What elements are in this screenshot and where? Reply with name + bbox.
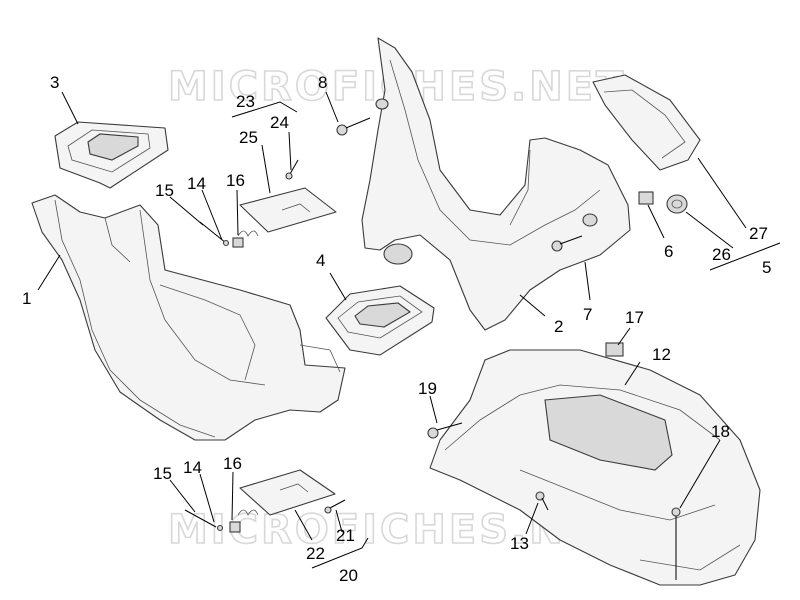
part-18-screw [671, 507, 681, 580]
part-15-rod-lower [184, 509, 217, 528]
callout-25: 25 [239, 128, 258, 147]
part-26-grommet [666, 194, 688, 214]
callout-13: 13 [510, 534, 529, 553]
callout-4: 4 [316, 251, 325, 270]
callout-27: 27 [749, 224, 768, 243]
callout-6: 6 [664, 242, 673, 261]
part-24-pin-upper [285, 159, 299, 180]
part-21-pin-lower [324, 499, 346, 514]
callout-16-upper: 16 [226, 171, 245, 190]
part-6-clip [638, 191, 654, 205]
part-14-nut-lower [216, 524, 224, 532]
part-13-screw [535, 491, 549, 511]
callout-5: 5 [762, 258, 771, 277]
part-7-screw [551, 235, 583, 252]
callout-22: 22 [306, 544, 325, 563]
callout-18: 18 [711, 422, 730, 441]
callout-17: 17 [625, 308, 644, 327]
callout-2: 2 [554, 317, 563, 336]
callout-15-lower: 15 [153, 464, 172, 483]
callout-8: 8 [318, 73, 327, 92]
part-1-front-shield [31, 194, 346, 441]
callout-19: 19 [418, 379, 437, 398]
part-16-spring-upper [232, 230, 259, 248]
part-19-screw [427, 422, 463, 439]
callout-23: 23 [236, 92, 255, 111]
callout-7: 7 [583, 305, 592, 324]
callout-12: 12 [652, 345, 671, 364]
leader-lines [37, 91, 781, 569]
part-12-rear-body [429, 349, 761, 586]
callout-20: 20 [339, 566, 358, 585]
part-4-storage-lid [325, 285, 435, 356]
callout-21: 21 [336, 526, 355, 545]
callout-3: 3 [50, 73, 59, 92]
part-27-side-cover [592, 74, 701, 171]
callout-14-lower: 14 [183, 458, 202, 477]
part-3-storage-lid [54, 121, 169, 189]
part-14-nut-upper [222, 239, 230, 247]
callout-24: 24 [270, 113, 289, 132]
part-8-screw [336, 117, 371, 136]
part-2-inner-frame [361, 37, 631, 331]
callout-1: 1 [22, 289, 31, 308]
callout-14-upper: 14 [187, 174, 206, 193]
part-25-lid-upper [239, 187, 337, 233]
callout-15-upper: 15 [155, 181, 174, 200]
callout-26: 26 [712, 245, 731, 264]
part-17-clip [605, 342, 624, 357]
callout-16-lower: 16 [223, 454, 242, 473]
part-16-spring-lower [229, 509, 259, 533]
part-22-lid-lower [239, 469, 336, 516]
